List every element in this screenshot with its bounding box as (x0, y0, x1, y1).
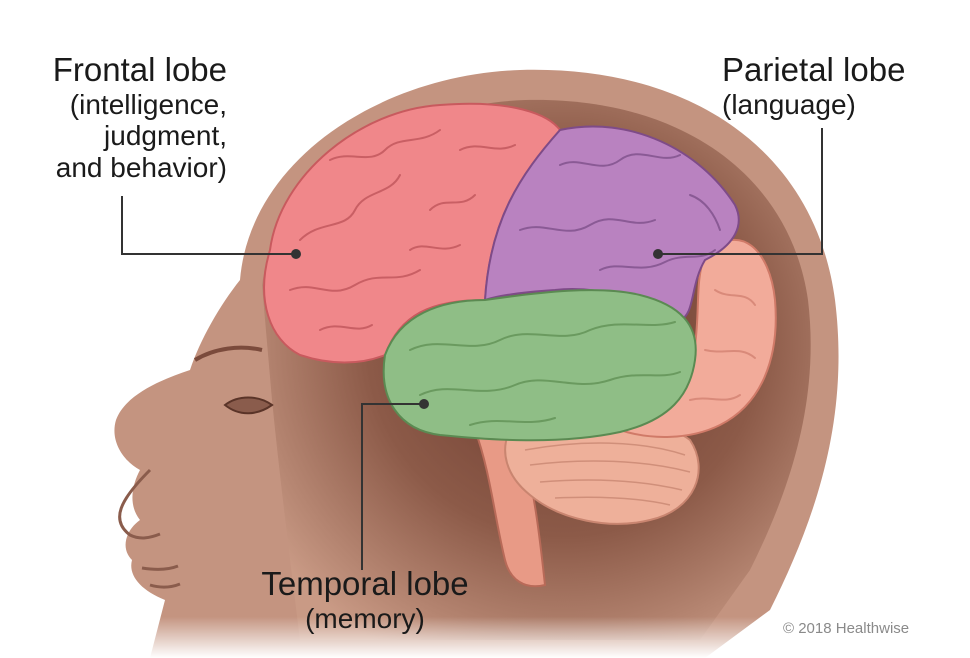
temporal-leader-dot (419, 399, 429, 409)
frontal-lobe-desc-line: (intelligence, (69, 88, 227, 120)
parietal-leader-dot (653, 249, 663, 259)
eyebrow (193, 345, 263, 362)
occipital-folds (689, 289, 756, 401)
temporal-lobe (382, 289, 697, 442)
frontal-leader-line (121, 196, 296, 255)
frontal-lobe-title: Frontal lobe (52, 51, 227, 88)
parietal-lobe-label: Parietal lobe (language) (722, 51, 952, 120)
parietal-folds (519, 153, 721, 271)
temporal-lobe-label: Temporal lobe (memory) (240, 565, 490, 634)
frontal-folds (289, 129, 516, 331)
parietal-leader-line (658, 128, 823, 255)
temporal-lobe-desc-line: (memory) (305, 602, 425, 634)
bottom-fade (0, 470, 970, 658)
eye-icon (223, 396, 274, 415)
parietal-lobe-title: Parietal lobe (722, 51, 906, 88)
frontal-leader-dot (291, 249, 301, 259)
temporal-leader-line (361, 403, 424, 570)
temporal-folds (409, 321, 681, 426)
frontal-lobe-desc-line: and behavior) (55, 151, 227, 183)
temporal-lobe-title: Temporal lobe (261, 565, 469, 602)
copyright-notice: © 2018 Healthwise (783, 620, 910, 637)
frontal-lobe-desc-line: judgment, (104, 120, 227, 152)
parietal-lobe-desc-line: (language) (722, 88, 856, 120)
frontal-lobe-label: Frontal lobe (intelligence, judgment, an… (22, 51, 227, 183)
